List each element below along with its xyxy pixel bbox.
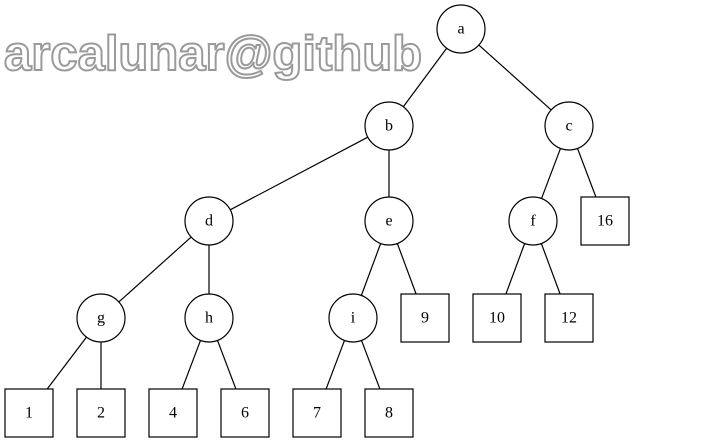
node-8: 8 [364, 388, 414, 438]
node-box [76, 388, 126, 438]
edge-h-n6 [216, 340, 237, 390]
node-7: 7 [292, 388, 342, 438]
node-label: 2 [97, 405, 105, 422]
node-h: h [184, 293, 234, 343]
node-label: b [385, 118, 393, 135]
edge-g-n1 [46, 336, 87, 390]
node-circle [328, 293, 378, 343]
edge-d-g [118, 236, 192, 303]
node-a: a [436, 4, 486, 54]
node-label: g [97, 310, 105, 327]
node-label: 8 [385, 405, 393, 422]
node-d: d [184, 196, 234, 246]
node-circle [544, 101, 594, 151]
node-label: a [457, 21, 464, 38]
edge-i-n8 [360, 340, 381, 390]
node-label: h [205, 310, 213, 327]
node-box [292, 388, 342, 438]
node-box [580, 196, 630, 246]
node-box [4, 388, 54, 438]
node-label: 7 [313, 405, 321, 422]
node-circle [436, 4, 486, 54]
node-12: 12 [544, 293, 594, 343]
edge-f-n10 [505, 243, 526, 295]
edge-c-f [540, 148, 562, 199]
node-label: c [565, 118, 572, 135]
node-box [220, 388, 270, 438]
edge-a-b [402, 47, 448, 108]
watermark: arcalunar@github [3, 27, 423, 81]
node-g: g [76, 293, 126, 343]
node-label: 12 [561, 310, 577, 327]
node-e: e [364, 196, 414, 246]
edge-h-n4 [181, 340, 202, 390]
node-6: 6 [220, 388, 270, 438]
node-label: 6 [241, 405, 249, 422]
node-circle [184, 293, 234, 343]
node-16: 16 [580, 196, 630, 246]
node-box [148, 388, 198, 438]
edge-e-i [360, 243, 382, 296]
node-box [400, 293, 450, 343]
node-i: i [328, 293, 378, 343]
node-circle [364, 196, 414, 246]
node-1: 1 [4, 388, 54, 438]
node-circle [364, 101, 414, 151]
node-label: 1 [25, 405, 33, 422]
node-box [364, 388, 414, 438]
node-circle [184, 196, 234, 246]
edge-f-n12 [540, 243, 561, 295]
node-label: d [205, 213, 213, 230]
edge-c-n16 [576, 148, 597, 198]
node-label: 4 [169, 405, 177, 422]
edge-e-n9 [396, 243, 417, 295]
node-2: 2 [76, 388, 126, 438]
edge-i-n7 [325, 340, 346, 390]
node-label: e [385, 213, 392, 230]
node-label: i [351, 310, 356, 327]
edge-b-d [229, 136, 369, 211]
node-10: 10 [472, 293, 522, 343]
node-f: f [508, 196, 558, 246]
node-circle [76, 293, 126, 343]
node-label: f [530, 213, 536, 230]
node-c: c [544, 101, 594, 151]
node-9: 9 [400, 293, 450, 343]
node-box [472, 293, 522, 343]
node-label: 16 [597, 213, 613, 230]
edge-a-c [478, 44, 552, 111]
node-circle [508, 196, 558, 246]
node-label: 9 [421, 310, 429, 327]
node-box [544, 293, 594, 343]
node-4: 4 [148, 388, 198, 438]
node-b: b [364, 101, 414, 151]
node-label: 10 [489, 310, 505, 327]
